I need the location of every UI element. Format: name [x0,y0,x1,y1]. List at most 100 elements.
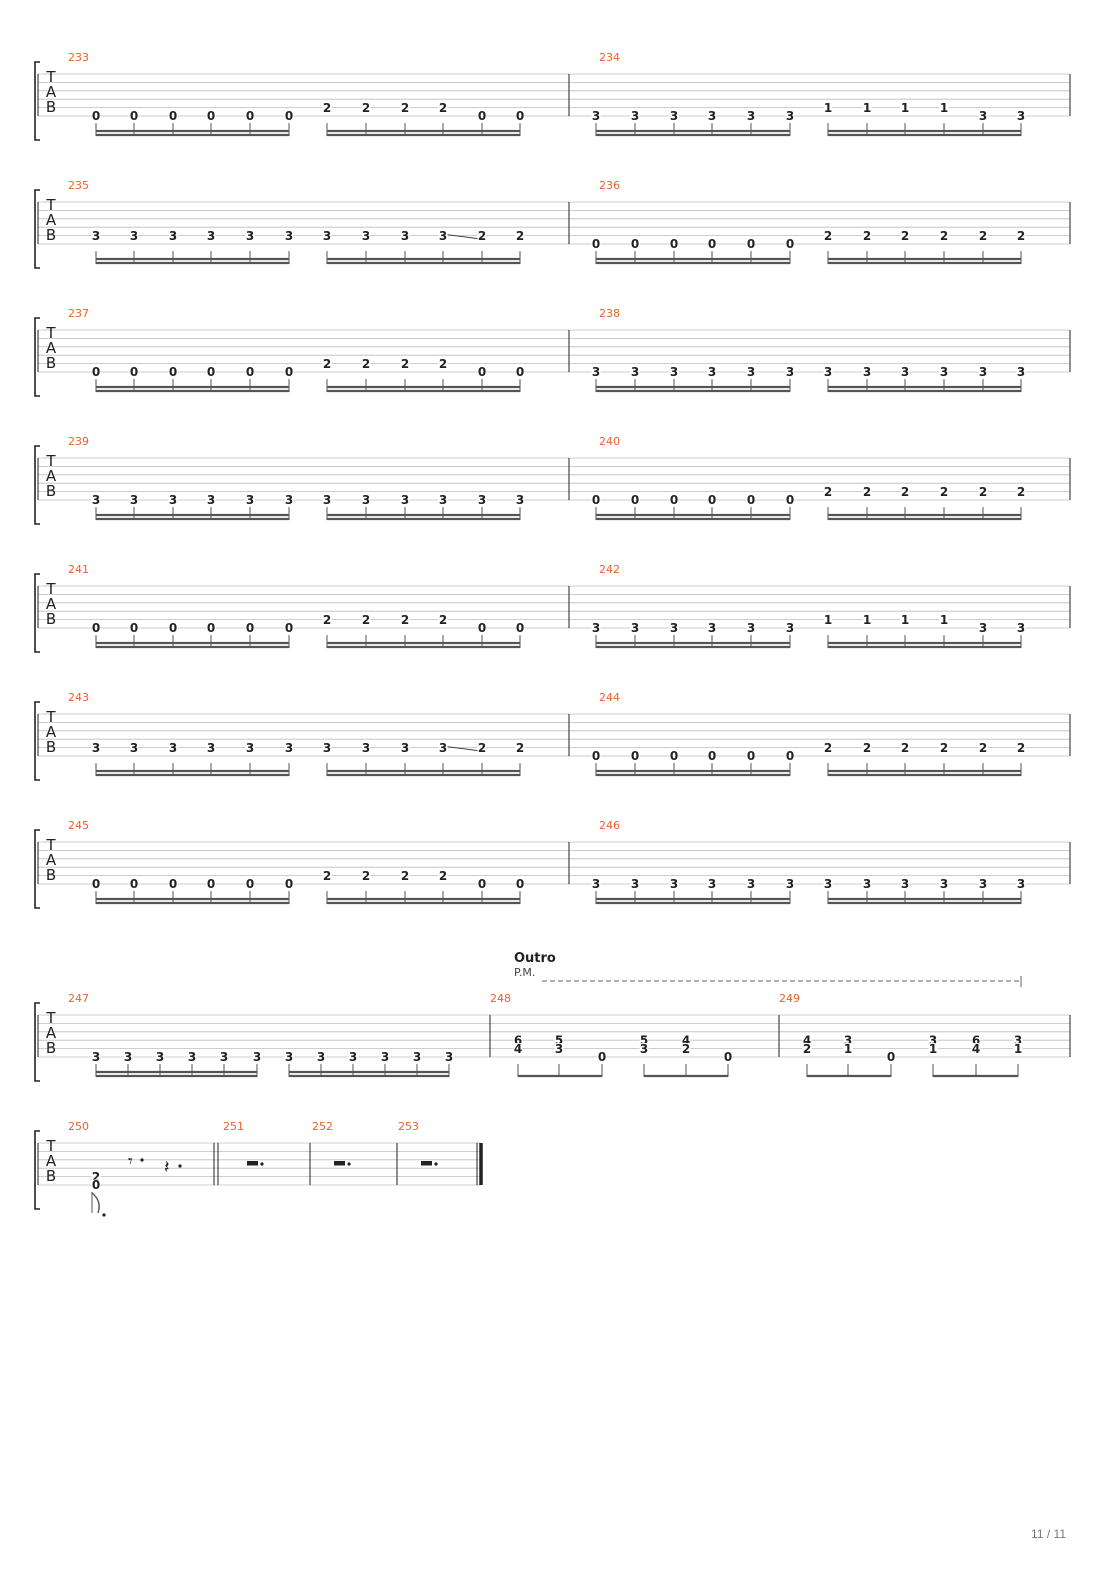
fret-mask [746,878,756,890]
fret-number: 3 [439,493,447,507]
fret-number: 0 [246,365,254,379]
fret-mask [669,622,679,634]
fret-number: 3 [824,365,832,379]
fret-number: 0 [786,237,794,251]
fret-mask [900,230,910,242]
fret-number: 2 [439,613,447,627]
fret-mask [400,102,410,114]
tab-clef-letter: T [45,196,56,214]
fret-number: 1 [844,1042,852,1056]
fret-mask [129,622,139,634]
fret-number: 2 [92,1170,100,1184]
fret-mask [823,486,833,498]
fret-number: 0 [92,1178,100,1192]
fret-number: 3 [156,1050,164,1064]
dot [140,1158,144,1162]
fret-number: 0 [207,877,215,891]
fret-number: 3 [246,741,254,755]
eighth-rest: 𝄾 [128,1151,133,1172]
fret-number: 2 [979,741,987,755]
fret-mask [168,878,178,890]
fret-mask [1016,110,1026,122]
fret-number: 1 [929,1042,937,1056]
fret-mask [284,878,294,890]
fret-mask [785,238,795,250]
fret-mask [669,366,679,378]
fret-mask [245,878,255,890]
tab-clef-letter: B [46,1167,56,1185]
tab-clef-letter: B [46,226,56,244]
fret-mask [245,230,255,242]
fret-mask [630,110,640,122]
fret-mask [886,1051,896,1063]
fret-number: 3 [1017,109,1025,123]
fret-mask [400,358,410,370]
fret-mask [746,750,756,762]
tab-clef-letter: T [45,324,56,342]
fret-mask [322,102,332,114]
fret-number: 0 [670,749,678,763]
fret-mask [939,742,949,754]
fret-mask [155,1051,165,1063]
measure-number: 241 [68,563,89,576]
fret-number: 2 [940,741,948,755]
fret-number: 3 [670,877,678,891]
fret-number: 3 [979,365,987,379]
fret-mask [900,486,910,498]
fret-mask [515,494,525,506]
fret-number: 2 [478,229,486,243]
measure-number: 243 [68,691,89,704]
fret-mask [206,230,216,242]
fret-number: 0 [207,109,215,123]
measure-number: 237 [68,307,89,320]
fret-mask [168,622,178,634]
fret-number: 1 [824,613,832,627]
tab-clef-letter: B [46,866,56,884]
fret-number: 2 [824,229,832,243]
fret-number: 2 [362,101,370,115]
fret-mask [322,614,332,626]
fret-number: 3 [220,1050,228,1064]
fret-number: 3 [901,877,909,891]
fret-mask [438,870,448,882]
fret-number: 3 [285,741,293,755]
fret-number: 0 [92,109,100,123]
fret-number: 0 [285,621,293,635]
fret-mask [1016,230,1026,242]
fret-mask [361,230,371,242]
fret-mask [591,878,601,890]
fret-mask [669,878,679,890]
fret-mask [361,870,371,882]
fret-number: 2 [682,1042,690,1056]
fret-mask [978,110,988,122]
fret-number: 0 [285,877,293,891]
fret-number: 0 [724,1050,732,1064]
fret-mask [978,366,988,378]
fret-mask [707,750,717,762]
fret-mask [129,878,139,890]
fret-number: 5 [640,1033,648,1047]
fret-mask [785,494,795,506]
fret-number: 2 [401,613,409,627]
fret-number: 3 [246,229,254,243]
dot [347,1162,351,1166]
fret-number: 2 [323,613,331,627]
fret-mask [554,1043,564,1055]
tab-clef-letter: A [46,723,57,741]
fret-number: 2 [824,741,832,755]
system-bracket [34,573,40,653]
fret-mask [802,1034,812,1046]
fret-number: 3 [92,1050,100,1064]
fret-number: 2 [940,229,948,243]
fret-mask [746,366,756,378]
fret-number: 0 [631,237,639,251]
fret-number: 0 [670,237,678,251]
fret-number: 0 [598,1050,606,1064]
fret-mask [843,1034,853,1046]
tab-clef-letter: T [45,68,56,86]
fret-number: 3 [640,1042,648,1056]
fret-number: 3 [516,493,524,507]
fret-number: 2 [401,101,409,115]
fret-mask [971,1043,981,1055]
fret-mask [939,230,949,242]
